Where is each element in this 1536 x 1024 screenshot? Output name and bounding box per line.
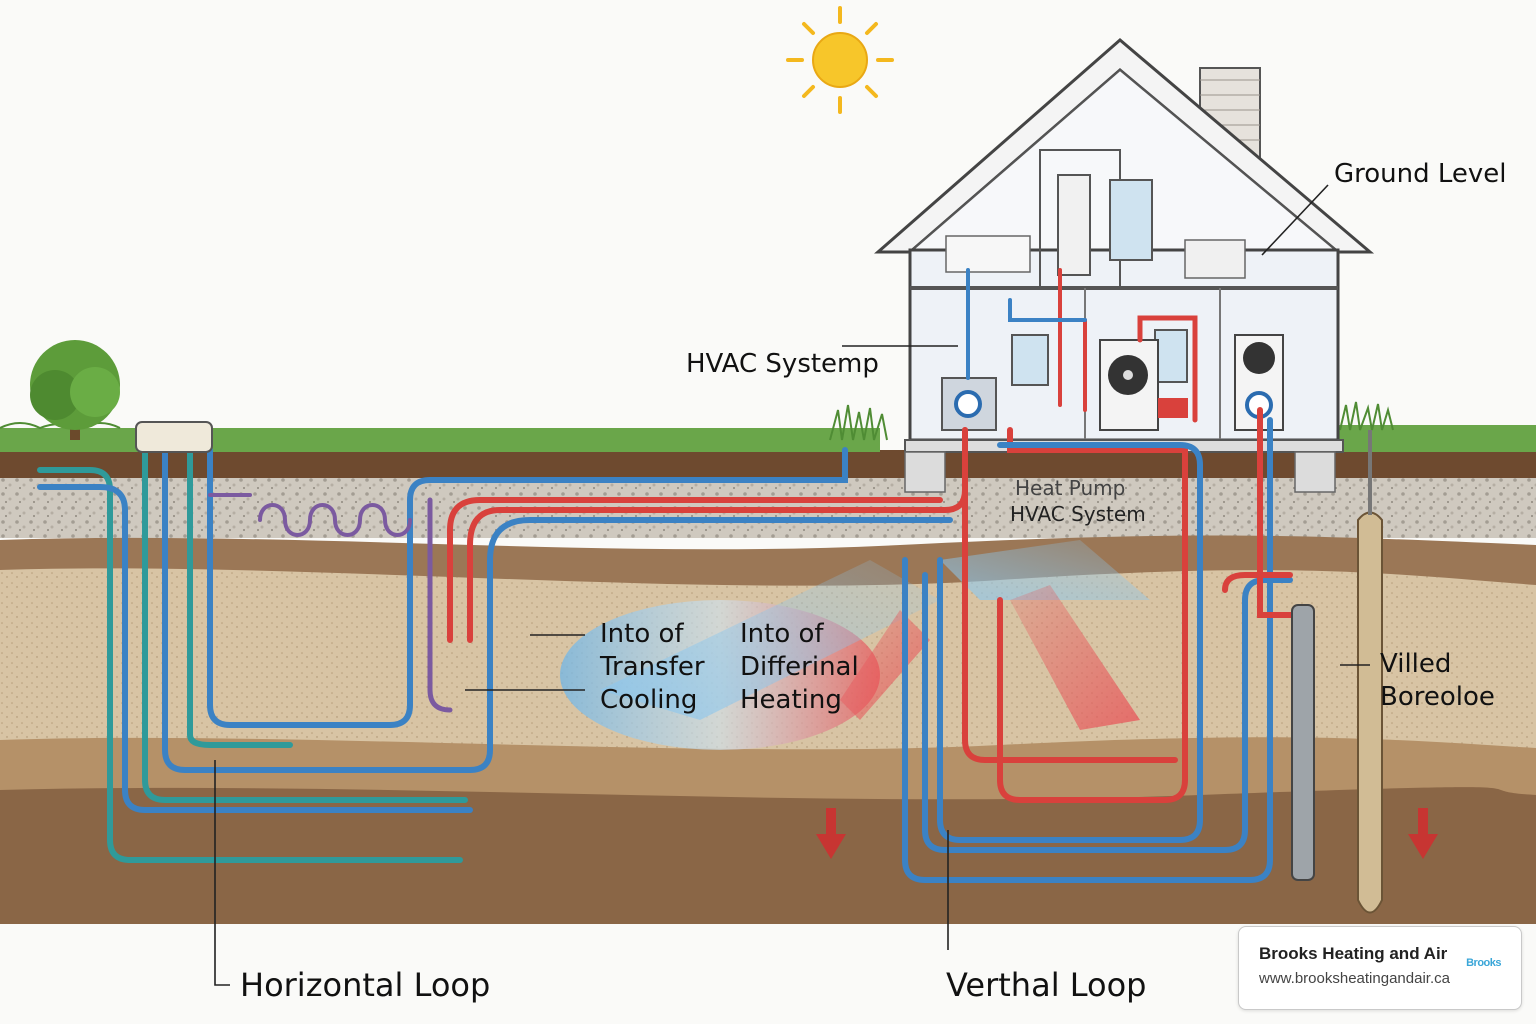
sun-icon bbox=[786, 6, 894, 114]
brand-logo: Brooks bbox=[1466, 957, 1501, 969]
differential-heating-label: Into of Differinal Heating bbox=[740, 619, 859, 715]
down-arrow-icon bbox=[816, 808, 1438, 859]
brand-card: Brooks Heating and Air www.brooksheating… bbox=[1238, 926, 1522, 1010]
borehole-label: Villed Boreoloe bbox=[1380, 649, 1495, 712]
leader-lines bbox=[214, 184, 1370, 986]
tree-icon bbox=[30, 340, 120, 440]
fan-unit-icon bbox=[1099, 334, 1284, 431]
heat-pump-label: Heat Pump bbox=[1015, 476, 1126, 500]
brand-url[interactable]: www.brooksheatingandair.ca bbox=[1259, 970, 1450, 987]
transfer-cooling-label: Into of Transfer Cooling bbox=[600, 619, 705, 715]
hvac-system-inner-label: HVAC System bbox=[1010, 502, 1146, 526]
well-casing bbox=[1291, 604, 1315, 881]
vertical-loop-label: Verthal Loop bbox=[946, 966, 1147, 1004]
vertical-loop bbox=[902, 268, 1303, 883]
brand-name: Brooks Heating and Air bbox=[1259, 944, 1448, 963]
heat-transfer-zone bbox=[560, 540, 1150, 750]
hvac-system-label: HVAC Systemp bbox=[686, 349, 879, 379]
grass bbox=[0, 401, 1536, 452]
hvac-unit bbox=[941, 377, 997, 431]
horizontal-loop-label: Horizontal Loop bbox=[240, 966, 491, 1004]
horizontal-loop bbox=[37, 421, 968, 863]
soil-layers bbox=[0, 450, 1536, 1024]
ground-level-label: Ground Level bbox=[1334, 159, 1507, 189]
borehole bbox=[1357, 430, 1383, 914]
